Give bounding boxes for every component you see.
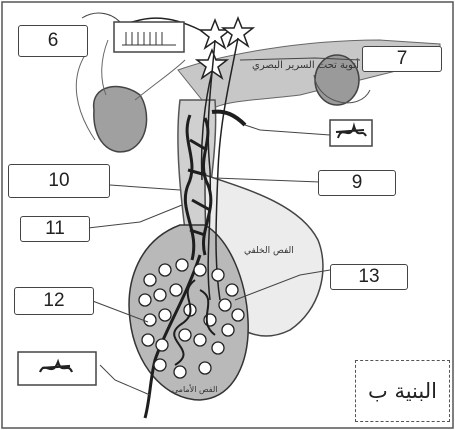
- scribbled-box-bottom: [18, 352, 96, 385]
- anterior-lobe-text: الفص الأمامي: [172, 385, 218, 394]
- label-box-9: 9: [318, 170, 396, 196]
- label-box-10: 10: [8, 164, 110, 198]
- label-box-13: 13: [330, 264, 408, 290]
- artery-vessel: [212, 112, 245, 125]
- hypothalamus-text: أنوية تحت السرير البصري: [252, 60, 359, 71]
- label-box-7: 7: [362, 46, 442, 72]
- recording-device: [114, 22, 184, 52]
- left-upper-body: [94, 87, 147, 152]
- label-box-11: 11: [20, 216, 90, 242]
- label-box-6: 6: [18, 25, 88, 57]
- structure-label: البنية ب: [355, 360, 450, 422]
- label-box-12: 12: [14, 287, 94, 315]
- electrode-wire: [82, 13, 120, 22]
- posterior-lobe-text: الفص الخلفي: [244, 246, 294, 256]
